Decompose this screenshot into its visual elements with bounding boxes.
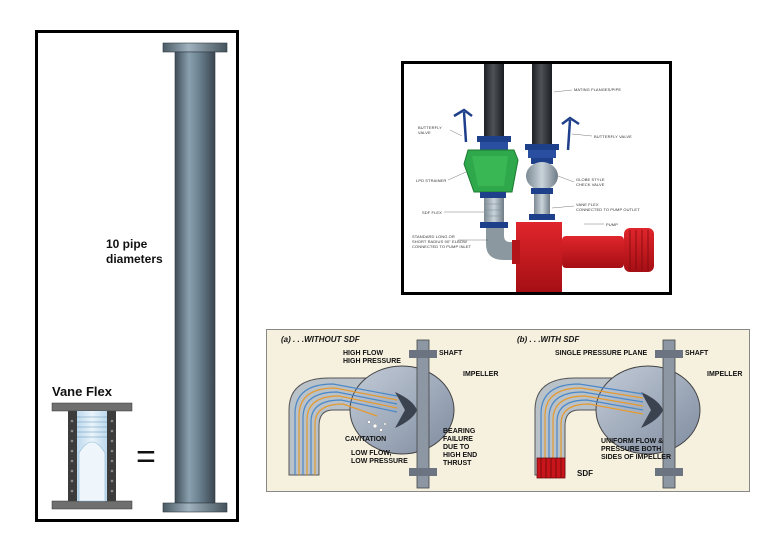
b-sdf: SDF xyxy=(577,469,593,478)
tall-pipe xyxy=(174,51,216,504)
a-impeller: IMPELLER xyxy=(463,371,499,378)
a-bearing-4: HIGH END xyxy=(443,452,478,459)
a-bearing-1: BEARING xyxy=(443,428,476,435)
b-uniform-2: PRESSURE BOTH xyxy=(601,446,662,453)
a-high-flow-2: HIGH PRESSURE xyxy=(343,358,401,365)
without-sdf-figure xyxy=(288,339,455,489)
label-globe-1: GLOBE STYLE xyxy=(576,177,605,182)
bottom-flange xyxy=(162,502,228,513)
label-butterfly-left-2: VALVE xyxy=(418,130,431,135)
label-butterfly-left-1: BUTTERFLY xyxy=(418,125,442,130)
label-strainer: LPD STRAINER xyxy=(416,178,447,183)
comparison-svg xyxy=(288,339,701,489)
a-low-flow-2: LOW PRESSURE xyxy=(351,458,408,465)
label-elbow-1: STANDARD LONG OR xyxy=(412,234,455,239)
label-mating-flanges: MATING FLANGES/PIPE xyxy=(574,87,622,92)
label-globe-2: CHECK VALVE xyxy=(576,182,605,187)
label-vaneflex-2: CONNECTED TO PUMP OUTLET xyxy=(576,207,640,212)
pipe-diagram-svg xyxy=(51,42,228,513)
ten-pipe-label-1: 10 pipe xyxy=(106,237,148,251)
ten-pipe-label-2: diameters xyxy=(106,252,163,266)
a-bearing-2: FAILURE xyxy=(443,436,473,443)
a-shaft: SHAFT xyxy=(439,350,463,357)
with-sdf-figure xyxy=(534,339,701,489)
a-bearing-3: DUE TO xyxy=(443,444,470,451)
label-sdf-flex: SDF FLEX xyxy=(422,210,442,215)
b-single-plane: SINGLE PRESSURE PLANE xyxy=(555,350,648,357)
b-impeller: IMPELLER xyxy=(707,371,743,378)
a-low-flow-1: LOW FLOW, xyxy=(351,450,392,457)
vane-flex-device xyxy=(51,402,133,510)
installation-diagram-panel: MATING FLANGES/PIPE BUTTERFLY VALVE BUTT… xyxy=(401,61,672,295)
b-shaft: SHAFT xyxy=(685,350,709,357)
b-uniform-3: SIDES OF IMPELLER xyxy=(601,454,672,461)
a-bearing-5: THRUST xyxy=(443,460,472,467)
vane-flex-label: Vane Flex xyxy=(52,384,112,399)
installation-svg xyxy=(444,64,654,292)
a-cavitation: CAVITATION xyxy=(345,436,387,443)
sdf-comparison-panel: (a) . . .WITHOUT SDF (b) . . .WITH SDF H… xyxy=(266,329,750,492)
a-high-flow-1: HIGH FLOW xyxy=(343,350,384,357)
equals-sign: = xyxy=(136,438,156,476)
title-without-sdf: (a) . . .WITHOUT SDF xyxy=(281,335,360,344)
b-uniform-1: UNIFORM FLOW & xyxy=(601,438,664,445)
top-flange xyxy=(162,42,228,53)
label-elbow-3: CONNECTED TO PUMP INLET xyxy=(412,244,472,249)
label-vaneflex-1: VANE FLEX xyxy=(576,202,599,207)
title-with-sdf: (b) . . .WITH SDF xyxy=(517,335,580,344)
pipe-diameter-panel: 10 pipe diameters Vane Flex = xyxy=(35,30,239,522)
label-butterfly-right: BUTTERFLY VALVE xyxy=(594,134,632,139)
label-elbow-2: SHORT RADIUS 90° ELBOW xyxy=(412,239,467,244)
label-pump: PUMP xyxy=(606,222,618,227)
